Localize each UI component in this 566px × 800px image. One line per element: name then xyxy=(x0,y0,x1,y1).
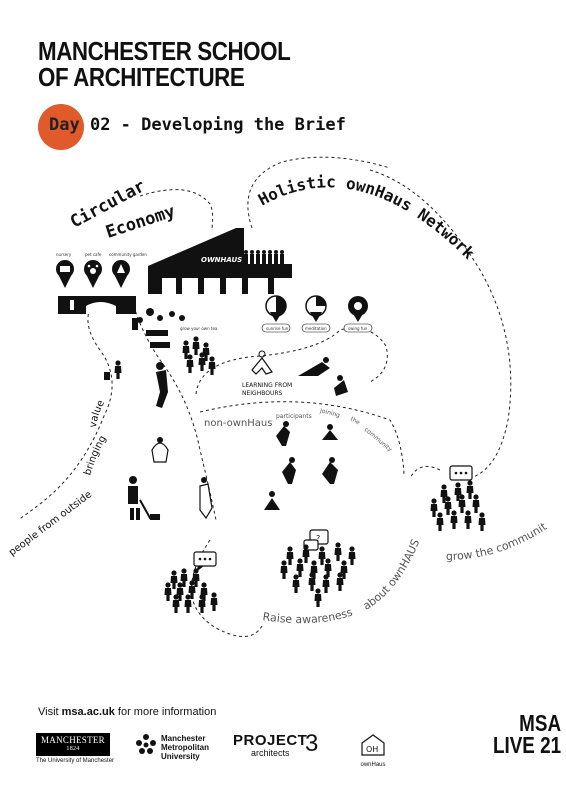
mmu-line3: University xyxy=(161,752,200,761)
learning-line2: NEIGHBOURS xyxy=(242,390,283,397)
mmu-emblem-icon xyxy=(136,734,156,754)
garden-plants xyxy=(132,308,185,348)
people-from-outside-label: people from outside xyxy=(7,489,94,558)
day-word: Day xyxy=(49,115,80,135)
mmu-logo: Manchester Metropolitan University xyxy=(133,732,223,761)
day-badge-circle xyxy=(38,104,84,150)
pin-community-garden-label: community garden xyxy=(109,252,147,257)
value-label: value xyxy=(88,398,107,428)
raise-awareness-path: Raise awareness xyxy=(262,605,355,626)
mmu-line2: Metropolitan xyxy=(161,743,209,752)
p3-subtitle: architects xyxy=(251,748,290,758)
pin-swing-label: swing fun xyxy=(348,326,368,331)
network-title: Holistic ownHaus Network xyxy=(255,172,479,263)
about-ownhaus-path: about ownHAUS xyxy=(361,537,423,612)
left-crowd xyxy=(164,551,218,613)
garden-crowd xyxy=(182,336,216,375)
uom-subtitle: The University of Manchester xyxy=(36,758,115,764)
ownhaus-logo-label: ownHaus xyxy=(360,762,386,768)
day-heading: Day 02 - Developing the Brief xyxy=(49,115,346,135)
oh-mark: OH xyxy=(366,745,378,754)
p3-name: PROJECT xyxy=(233,732,308,749)
yoga-figures xyxy=(264,357,348,510)
non-ownhaus-label: non-ownHaus xyxy=(204,418,272,429)
awareness-word: awareness xyxy=(295,605,354,626)
uom-year: 1824 xyxy=(66,746,80,752)
grow-your-own-label: grow your own tea xyxy=(180,326,218,331)
uom-name: MANCHESTER xyxy=(40,735,105,745)
path-figures xyxy=(104,360,213,520)
footer-info: Visit msa.ac.uk for more information xyxy=(38,706,216,718)
value-label-path: value xyxy=(88,398,107,428)
msa-text: MSA xyxy=(519,710,562,736)
building-sign: OWNHAUS xyxy=(201,256,242,264)
mmu-line1: Manchester xyxy=(161,734,206,743)
pin-nursery-label: nursery xyxy=(56,252,72,257)
pin-nursery: nursery xyxy=(56,252,74,288)
ownhaus-building: OWNHAUS xyxy=(148,228,292,294)
pin-meditation: meditation xyxy=(301,295,331,333)
people-from-outside-path: people from outside xyxy=(7,489,94,558)
joining-label: joining xyxy=(318,407,341,419)
raise-word: Raise xyxy=(262,610,293,626)
title-line-1: MANCHESTER SCHOOL xyxy=(38,36,291,66)
about-ownhaus-label: about ownHAUS xyxy=(361,537,423,612)
middle-crowd: ? xyxy=(280,529,356,607)
community-label: community xyxy=(363,426,394,453)
visit-url[interactable]: msa.ac.uk xyxy=(61,706,115,718)
visit-prefix: Visit xyxy=(38,706,62,718)
pin-pet-cafe: pet cafe xyxy=(84,252,102,288)
day-subtitle: 02 - Developing the Brief xyxy=(79,115,346,135)
ownhaus-house-icon: OH xyxy=(361,734,385,756)
raise-awareness-label: Raise awareness xyxy=(262,605,355,626)
pin-community-garden: community garden xyxy=(109,252,147,288)
bringing-label-path: bringing xyxy=(82,434,108,477)
visit-suffix: for more information xyxy=(114,706,217,718)
joining-path: joining xyxy=(318,407,341,419)
pin-sunrise-label: sunrise fun xyxy=(266,326,289,331)
right-crowd xyxy=(430,465,486,531)
live-text: LIVE 21 xyxy=(492,732,562,758)
bringing-label: bringing xyxy=(82,434,108,477)
network-title-path: Holistic ownHaus Network xyxy=(255,172,479,263)
svg-text:?: ? xyxy=(316,534,320,543)
learning-line1: LEARNING FROM xyxy=(242,382,292,389)
page-title: MANCHESTER SCHOOL OF ARCHITECTURE xyxy=(38,38,296,90)
project3-logo: PROJECT 3 architects xyxy=(233,732,318,759)
pin-meditation-label: meditation xyxy=(305,326,327,331)
community-network-diagram: Circular Economy Holistic ownHaus Networ… xyxy=(0,0,550,637)
pin-sunrise: sunrise fun xyxy=(261,295,291,333)
title-line-2: OF ARCHITECTURE xyxy=(38,62,245,92)
msa-live-logo: MSA LIVE 21 xyxy=(492,710,562,758)
pin-swing: swing fun xyxy=(343,296,373,333)
pin-pet-cafe-label: pet cafe xyxy=(85,252,102,257)
participants-label: participants xyxy=(276,413,312,420)
p3-number: 3 xyxy=(305,730,319,757)
tunnel-arch xyxy=(58,296,136,314)
ownhaus-logo: OH ownHaus xyxy=(358,733,388,768)
the-label: the xyxy=(349,416,361,427)
learning-figure xyxy=(251,350,273,375)
